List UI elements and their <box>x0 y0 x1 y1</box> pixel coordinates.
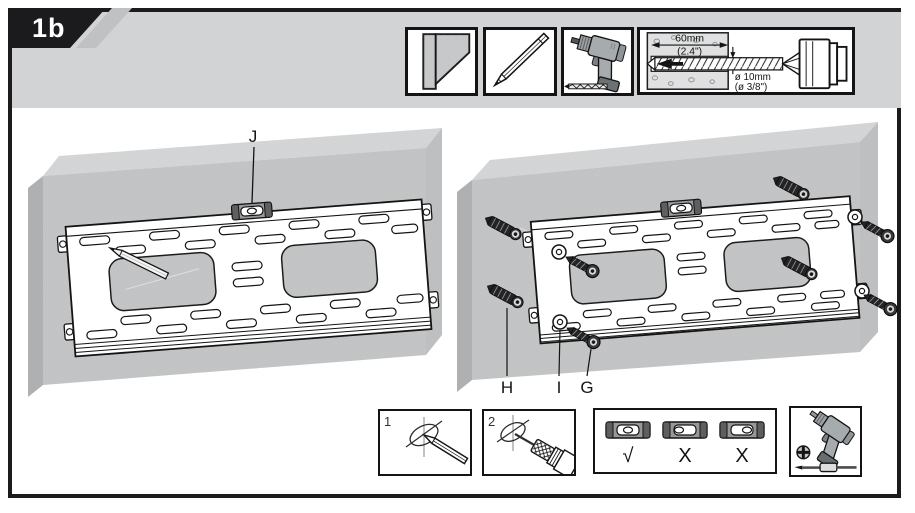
figure-mark-wall: J <box>28 127 442 397</box>
diameter-inch-label: (ø 3/8") <box>735 82 768 92</box>
check-mark: √ <box>623 445 634 467</box>
wall-edge <box>422 33 471 90</box>
lag-screw <box>566 327 601 350</box>
lag-screw <box>863 294 898 317</box>
mark-hole-with-pencil-icon: 1 <box>378 409 472 476</box>
drill-chuck <box>781 38 848 90</box>
wall-surface-icon <box>405 27 478 96</box>
step-number: 2 <box>488 414 495 429</box>
drill-bit <box>646 56 784 72</box>
phillips-screw-head <box>796 445 811 460</box>
dimension-arrow <box>651 42 729 48</box>
washer <box>551 244 567 260</box>
power-drill-icon <box>561 27 634 96</box>
drill <box>514 433 574 474</box>
drill-depth-diagram-icon: 60mm (2.4") ø 10mm (ø 3/8") <box>637 27 855 95</box>
diameter-pointer <box>730 46 736 75</box>
diameter-mm-label: ø 10mm <box>735 72 771 83</box>
wall-bracket <box>522 195 869 345</box>
lag-screw <box>860 221 895 244</box>
masonry-bit <box>564 83 608 90</box>
level-callout: J <box>249 127 258 204</box>
depth-mm-label: 60mm <box>675 33 704 44</box>
wall-anchor <box>486 283 524 309</box>
step-number: 1 <box>384 414 391 429</box>
level-off-left <box>662 421 708 439</box>
drill-body <box>570 34 627 93</box>
pencil <box>421 433 469 465</box>
wall-bracket <box>56 198 440 358</box>
wall-anchor <box>780 255 818 281</box>
level-label: J <box>249 127 258 146</box>
marking-pencil <box>107 246 170 280</box>
depth-arrow <box>656 58 684 69</box>
bubble-level <box>230 201 273 221</box>
pencil-icon <box>483 27 557 96</box>
step-label: 1b <box>32 13 66 43</box>
bracket-openings <box>568 236 812 305</box>
x-mark: X <box>678 445 691 467</box>
anchor-label: H <box>501 378 513 397</box>
figure-fasten-bracket: H I G <box>457 122 898 397</box>
drill <box>809 410 855 470</box>
washer <box>854 283 870 299</box>
drill-marked-hole-icon: 2 <box>482 409 576 476</box>
anchor-top <box>772 175 810 201</box>
level-centered <box>605 421 651 439</box>
part-callouts: H I G <box>501 308 594 397</box>
wall-anchor <box>484 215 522 241</box>
x-mark: X <box>735 445 748 467</box>
depth-inch-label: (2.4") <box>677 46 702 57</box>
screw-label: G <box>580 378 593 397</box>
drill-and-screwdriver-icon <box>789 406 862 477</box>
bracket-slots <box>544 209 846 332</box>
bracket-openings <box>108 239 379 312</box>
screwdriver <box>794 462 857 473</box>
level-off-right <box>719 421 765 439</box>
bubble-level-check-icon: √ X X <box>593 408 777 474</box>
washer <box>847 209 863 225</box>
washer-label: I <box>557 378 562 397</box>
bubble-level <box>660 198 703 218</box>
lag-screw <box>565 256 600 279</box>
pencil <box>492 32 550 88</box>
washer <box>552 314 568 330</box>
